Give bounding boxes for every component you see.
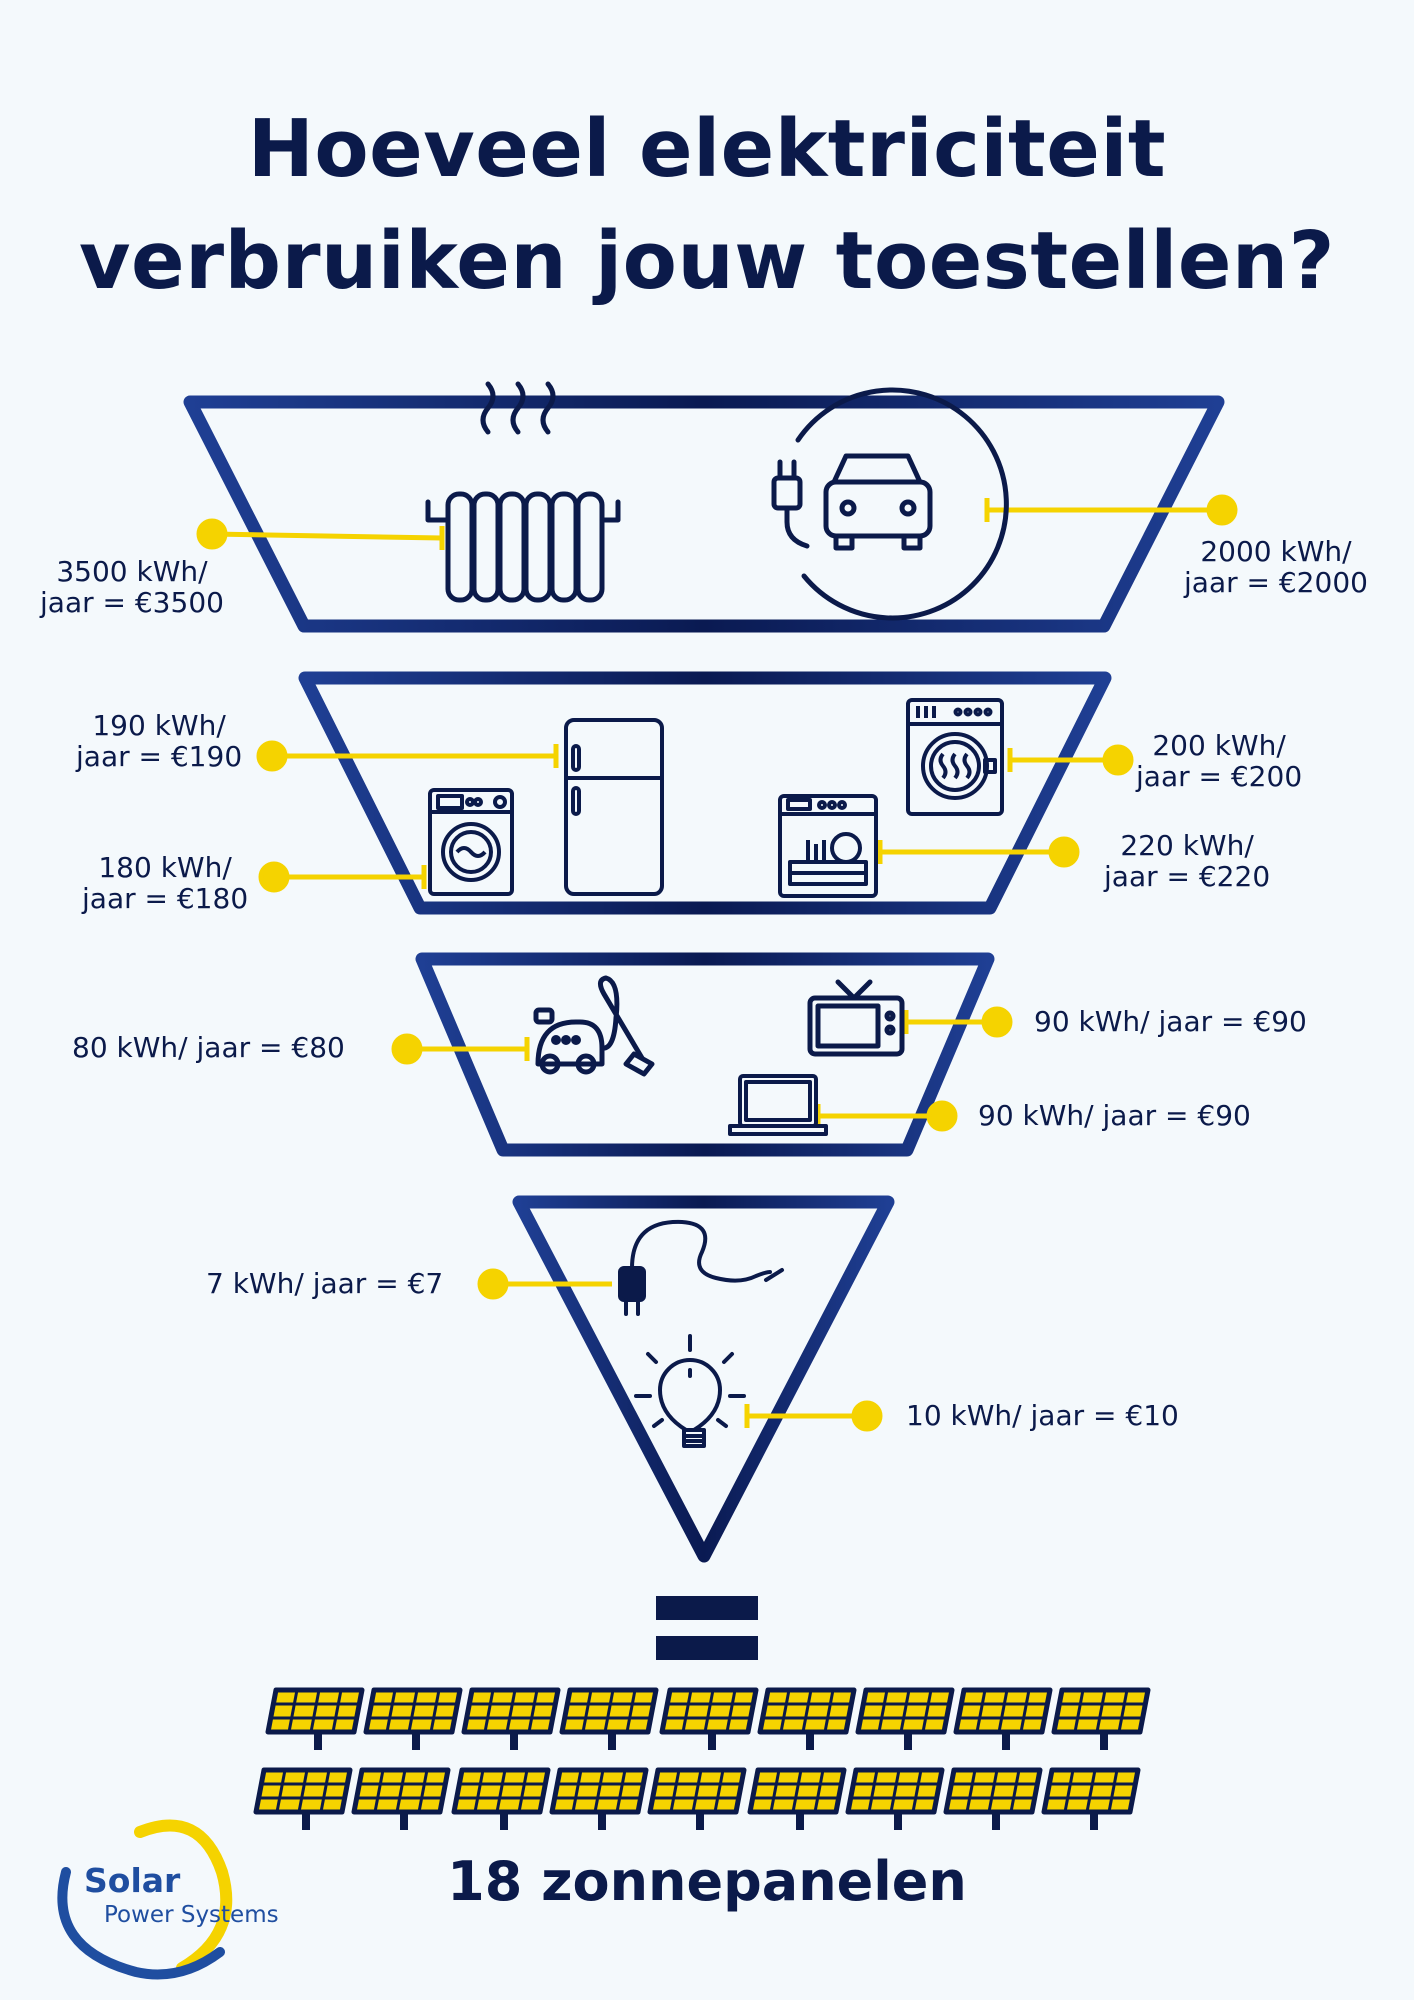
leader-dishwasher <box>877 836 1080 868</box>
logo-swoosh-icon <box>57 1819 233 1980</box>
title-line-2: verbruiken jouw toestellen? <box>79 215 1335 307</box>
leader-car <box>984 494 1238 526</box>
label-charger: 7 kWh/ jaar = €7 <box>206 1267 444 1300</box>
solar-panel-icon <box>1054 1690 1148 1750</box>
tier-4-frame <box>512 1195 895 1563</box>
tier-3-frame <box>415 952 995 1157</box>
equals-icon <box>656 1596 758 1660</box>
solar-panel-icon <box>454 1770 548 1830</box>
label-tv: 90 kWh/ jaar = €90 <box>1034 1005 1307 1038</box>
solar-panel-icon <box>366 1690 460 1750</box>
solar-panel-icon <box>946 1770 1040 1830</box>
label-dryer: 200 kWh/ jaar = €200 <box>1136 729 1303 793</box>
solar-panel-icon <box>552 1770 646 1830</box>
solar-panel-icon <box>354 1770 448 1830</box>
solar-panel-icon <box>464 1690 558 1750</box>
label-light-bulb: 10 kWh/ jaar = €10 <box>906 1399 1179 1432</box>
leader-vacuum <box>391 1033 530 1065</box>
solar-panel-icon <box>858 1690 952 1750</box>
leader-washer <box>258 861 427 893</box>
dishwasher-icon <box>778 794 878 898</box>
laptop-icon <box>728 1074 828 1136</box>
leader-dryer <box>1007 744 1134 776</box>
solar-panel-icon <box>956 1690 1050 1750</box>
tier-1-frame <box>183 395 1225 633</box>
solar-panel-count-label: 18 zonnepanelen <box>447 1850 967 1913</box>
solar-panel-icon <box>268 1690 362 1750</box>
tier-2-frame <box>298 671 1112 915</box>
solar-panel-icon <box>750 1770 844 1830</box>
label-fridge: 190 kWh/ jaar = €190 <box>76 709 243 773</box>
solar-panel-icon <box>760 1690 854 1750</box>
label-radiator: 3500 kWh/ jaar = €3500 <box>40 555 224 619</box>
leader-radiator <box>196 518 445 550</box>
fridge-icon <box>564 718 664 896</box>
electric-car-icon <box>771 387 1009 621</box>
leader-laptop <box>815 1100 958 1132</box>
vacuum-cleaner-icon <box>533 975 655 1077</box>
leader-tv <box>903 1006 1013 1038</box>
label-dishwasher: 220 kWh/ jaar = €220 <box>1104 829 1271 893</box>
solar-panel-icon <box>650 1770 744 1830</box>
label-laptop: 90 kWh/ jaar = €90 <box>978 1099 1251 1132</box>
page-title: Hoeveel elektriciteit verbruiken jouw to… <box>0 93 1414 317</box>
radiator-icon <box>425 381 621 603</box>
tv-icon <box>807 979 905 1057</box>
logo-power-systems-text: Power Systems <box>104 1902 279 1928</box>
solar-panel-icon <box>256 1770 350 1830</box>
solar-panel-grid <box>256 1690 1148 1830</box>
solar-panel-icon <box>562 1690 656 1750</box>
solar-panel-icon <box>848 1770 942 1830</box>
label-washing-machine: 180 kWh/ jaar = €180 <box>82 851 249 915</box>
leader-bulb <box>744 1400 883 1432</box>
dryer-icon <box>906 698 1004 816</box>
title-line-1: Hoeveel elektriciteit <box>247 103 1167 195</box>
solar-panel-icon <box>1044 1770 1138 1830</box>
leader-fridge <box>256 740 559 772</box>
light-bulb-icon <box>634 1334 746 1448</box>
leader-charger <box>477 1268 612 1300</box>
label-vacuum-cleaner: 80 kWh/ jaar = €80 <box>72 1031 345 1064</box>
washing-machine-icon <box>428 788 514 896</box>
charger-icon <box>618 1219 784 1316</box>
label-car: 2000 kWh/ jaar = €2000 <box>1184 535 1368 599</box>
solar-panel-icon <box>662 1690 756 1750</box>
logo-solar-text: Solar <box>84 1861 181 1900</box>
